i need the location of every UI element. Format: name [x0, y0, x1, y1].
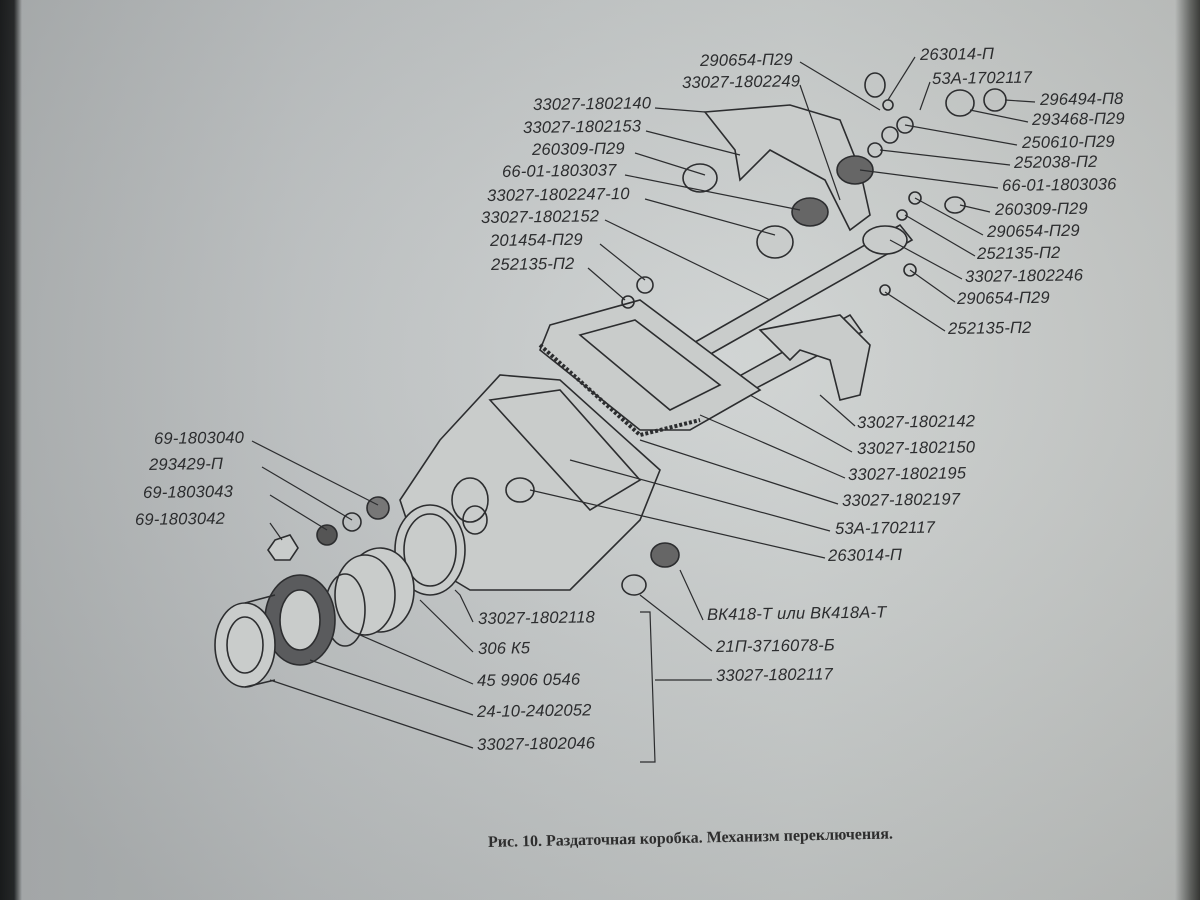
part-label: 252135-П2: [490, 254, 575, 274]
part-label: 252038-П2: [1013, 152, 1098, 172]
cover-plate: [538, 299, 762, 438]
part-label: 33027-1802117: [715, 665, 834, 685]
part-label: 252135-П2: [947, 318, 1032, 338]
transfer-case-housing: [394, 374, 661, 596]
part-label: 69-1803040: [153, 428, 245, 448]
part-label: 306 К5: [477, 639, 531, 658]
part-label: 21П-3716078-Б: [715, 636, 835, 656]
part-label: 66-01-1803037: [501, 161, 617, 181]
part-label: 33027-1802152: [480, 207, 600, 227]
part-label: 24-10-2402052: [476, 701, 592, 721]
part-label: 293468-П29: [1031, 109, 1125, 129]
part-label: 293429-П: [148, 454, 224, 474]
part-label: 263014-П: [827, 545, 903, 565]
switch-and-washer: [621, 542, 680, 596]
part-label: 53А-1702117: [931, 68, 1033, 88]
part-label: 290654-П29: [699, 50, 793, 70]
part-label: 250610-П29: [1021, 132, 1115, 152]
part-label: 290654-П29: [986, 221, 1080, 241]
part-label: 45 9906 0546: [476, 670, 581, 690]
bearing-and-seal: [214, 547, 415, 688]
part-label: 260309-П29: [994, 199, 1088, 219]
part-label: 252135-П2: [976, 243, 1061, 263]
part-label: 263014-П: [919, 44, 995, 64]
shift-fork-upper: [703, 104, 908, 255]
part-label: 69-1803043: [142, 482, 234, 502]
part-label: 201454-П29: [489, 230, 583, 250]
part-label: 296494-П8: [1039, 89, 1124, 109]
part-label: 33027-1802153: [522, 117, 642, 137]
part-label: 33027-1802195: [847, 464, 967, 484]
part-label: 33027-1802140: [532, 94, 652, 114]
part-label: 290654-П29: [956, 288, 1050, 308]
leader-lines: [251, 56, 1036, 763]
part-label: 53А-1702117: [834, 518, 936, 538]
part-label: 260309-П29: [531, 139, 625, 159]
part-label: 33027-1802246: [964, 266, 1084, 286]
small-parts-top: [621, 72, 1007, 309]
part-label: ВК418-Т или ВК418А-Т: [706, 603, 887, 624]
part-label: 33027-1802197: [841, 490, 961, 510]
part-label: 33027-1802118: [477, 608, 596, 628]
part-label: 69-1803042: [134, 509, 226, 529]
part-label: 33027-1802247-10: [486, 185, 630, 205]
part-label: 66-01-1803036: [1001, 175, 1117, 195]
part-label: 33027-1802142: [856, 412, 976, 432]
part-label: 33027-1802150: [856, 438, 976, 458]
part-label: 33027-1802249: [681, 72, 801, 92]
shift-fork-lower: [758, 314, 871, 401]
part-label: 33027-1802046: [476, 734, 596, 754]
